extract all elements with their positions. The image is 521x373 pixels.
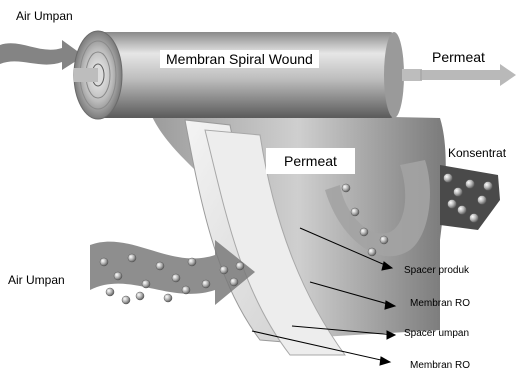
- permeate-outlet-arrow: [420, 64, 516, 86]
- water-particle: [458, 206, 467, 215]
- water-particle: [220, 266, 228, 274]
- water-particle: [484, 182, 493, 191]
- label-konsentrat: Konsentrat: [448, 147, 506, 159]
- water-particle: [448, 200, 457, 209]
- water-particle: [444, 174, 453, 183]
- water-particle: [188, 258, 196, 266]
- water-particle: [454, 188, 463, 197]
- water-particle: [466, 180, 475, 189]
- label-permeat-center: Permeat: [266, 148, 355, 174]
- water-particle: [164, 294, 172, 302]
- water-particle: [182, 286, 190, 294]
- label-spacer-umpan: Spacer umpan: [404, 329, 469, 339]
- water-particle: [470, 214, 479, 223]
- membrane-cylinder-right-end: [384, 32, 404, 118]
- water-particle: [478, 196, 487, 205]
- water-particle: [106, 288, 114, 296]
- water-particle: [351, 208, 359, 216]
- water-particle: [128, 254, 136, 262]
- membrane-cylinder-body: [98, 32, 394, 118]
- permeate-tube-left: [74, 68, 98, 82]
- water-particle: [114, 272, 122, 280]
- water-particle: [342, 184, 350, 192]
- water-particle: [122, 296, 130, 304]
- water-particle: [202, 280, 210, 288]
- feed-inlet-arrow-top: [0, 40, 84, 70]
- water-particle: [172, 274, 180, 282]
- water-particle: [360, 228, 368, 236]
- label-membran-ro-1: Membran RO: [410, 299, 470, 309]
- water-particle: [380, 236, 388, 244]
- water-particle: [230, 278, 238, 286]
- water-particle: [136, 292, 144, 300]
- label-permeat-right: Permeat: [432, 50, 485, 64]
- label-air-umpan-left: Air Umpan: [8, 274, 65, 286]
- water-particle: [368, 248, 376, 256]
- water-particle: [156, 262, 164, 270]
- label-spacer-produk: Spacer produk: [404, 266, 469, 276]
- water-particle: [142, 280, 150, 288]
- label-membran-spiral-wound: Membran Spiral Wound: [160, 50, 319, 68]
- permeate-tube-right: [402, 69, 422, 81]
- water-particle: [236, 262, 244, 270]
- label-air-umpan-top: Air Umpan: [16, 10, 73, 22]
- label-membran-ro-2: Membran RO: [410, 361, 470, 371]
- water-particle: [100, 258, 108, 266]
